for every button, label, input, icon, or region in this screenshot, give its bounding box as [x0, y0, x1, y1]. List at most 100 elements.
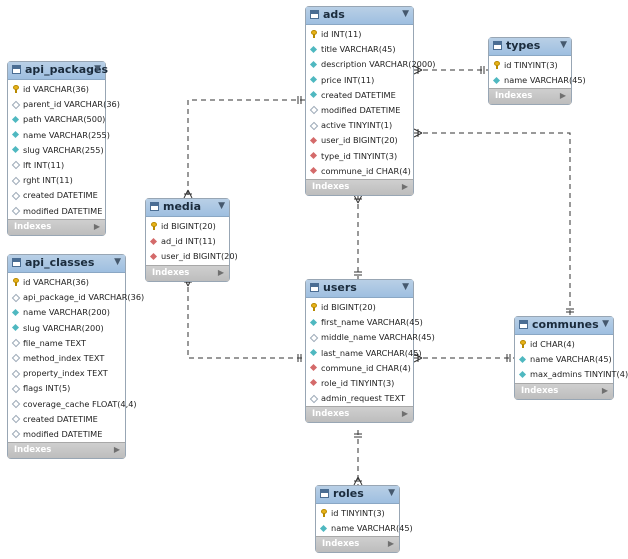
- column-row[interactable]: price INT(11): [306, 73, 413, 88]
- column-row[interactable]: middle_name VARCHAR(45): [306, 330, 435, 345]
- column-row[interactable]: coverage_cache FLOAT(4,4): [8, 397, 137, 412]
- column-row[interactable]: type_id TINYINT(3): [306, 149, 413, 164]
- indexes-bar[interactable]: Indexes ▶: [316, 536, 399, 553]
- column-row[interactable]: created DATETIME: [306, 88, 413, 103]
- column-row[interactable]: last_name VARCHAR(45): [306, 346, 422, 361]
- column-row[interactable]: commune_id CHAR(4): [306, 361, 413, 376]
- column-row[interactable]: modified DATETIME: [8, 204, 105, 219]
- column-label: lft INT(11): [23, 159, 65, 170]
- triangle-right-icon[interactable]: ▶: [401, 409, 408, 419]
- column-row[interactable]: rght INT(11): [8, 173, 105, 188]
- triangle-right-icon[interactable]: ▶: [601, 385, 608, 395]
- indexes-bar[interactable]: Indexes▶: [8, 218, 105, 235]
- column-row[interactable]: user_id BIGINT(20): [146, 249, 238, 264]
- relationship-media-users[interactable]: [187, 278, 305, 359]
- table-header[interactable]: api_packages▼: [8, 62, 108, 80]
- chevron-down-icon[interactable]: ▼: [218, 201, 225, 211]
- column-row[interactable]: id INT(11): [306, 27, 413, 42]
- table-header[interactable]: types▼: [489, 38, 571, 56]
- triangle-right-icon[interactable]: ▶: [559, 91, 566, 101]
- table-header[interactable]: ads▼: [306, 7, 413, 25]
- indexes-bar[interactable]: Indexes▶: [489, 88, 571, 105]
- chevron-down-icon[interactable]: ▼: [388, 488, 395, 498]
- column-row[interactable]: name VARCHAR(45): [316, 521, 413, 536]
- column-row[interactable]: description VARCHAR(2000): [306, 57, 435, 72]
- column-row[interactable]: slug VARCHAR(200): [8, 321, 125, 336]
- column-row[interactable]: role_id TINYINT(3): [306, 376, 413, 391]
- column-row[interactable]: property_index TEXT: [8, 366, 125, 381]
- table-header[interactable]: users ▼: [306, 280, 413, 298]
- table-header[interactable]: roles▼: [316, 486, 399, 504]
- triangle-right-icon[interactable]: ▶: [387, 539, 394, 549]
- chevron-down-icon[interactable]: ▼: [402, 9, 409, 19]
- column-row[interactable]: path VARCHAR(500): [8, 112, 105, 127]
- column-row[interactable]: file_name TEXT: [8, 336, 125, 351]
- column-row[interactable]: max_admins TINYINT(4): [515, 367, 628, 382]
- column-label: user_id BIGINT(20): [321, 135, 398, 146]
- column-row[interactable]: api_package_id VARCHAR(36): [8, 290, 144, 305]
- indexes-bar[interactable]: Indexes ▶: [8, 442, 125, 459]
- column-row[interactable]: commune_id CHAR(4): [306, 164, 413, 179]
- chevron-down-icon[interactable]: ▼: [560, 40, 567, 50]
- indexes-bar[interactable]: Indexes▶: [515, 382, 613, 399]
- column-row[interactable]: modified DATETIME: [306, 103, 413, 118]
- column-row[interactable]: slug VARCHAR(255): [8, 143, 105, 158]
- triangle-right-icon[interactable]: ▶: [401, 182, 408, 191]
- column-row[interactable]: ad_id INT(11): [146, 234, 229, 249]
- indexes-label: Indexes: [322, 539, 360, 550]
- table-media[interactable]: media▼ id BIGINT(20) ad_id INT(11)user_id …: [145, 198, 238, 282]
- column-row[interactable]: name VARCHAR(45): [515, 352, 613, 367]
- table-communes[interactable]: communes▼ id CHAR(4)name VARCHAR(45)max_a…: [514, 316, 628, 400]
- table-types[interactable]: types▼ id TINYINT(3)name VARCHAR(45)Index…: [488, 37, 586, 106]
- chevron-down-icon[interactable]: ▼: [402, 282, 409, 292]
- column-row[interactable]: id BIGINT(20): [306, 300, 413, 315]
- chevron-down-icon[interactable]: ▼: [602, 319, 609, 329]
- chevron-down-icon[interactable]: ▼: [94, 64, 101, 74]
- column-row[interactable]: created DATETIME: [8, 412, 125, 427]
- indexes-bar[interactable]: Indexes ▶: [306, 179, 413, 195]
- relationship-ads-media[interactable]: [187, 99, 305, 198]
- column-row[interactable]: active TINYINT(1): [306, 118, 413, 133]
- diamond-filled-icon: [11, 131, 20, 139]
- triangle-right-icon[interactable]: ▶: [93, 221, 100, 231]
- column-row[interactable]: modified DATETIME: [8, 427, 125, 442]
- chevron-down-icon[interactable]: ▼: [114, 257, 121, 267]
- column-row[interactable]: flags INT(5): [8, 381, 125, 396]
- table-roles[interactable]: roles▼id TINYINT(3)name VARCHAR(45)Index…: [315, 485, 413, 554]
- table-api-classes[interactable]: api_classes▼id VARCHAR(36)api_package_id…: [7, 254, 144, 460]
- column-row[interactable]: created DATETIME: [8, 188, 105, 203]
- indexes-bar[interactable]: Indexes▶: [146, 264, 229, 281]
- table-users[interactable]: users ▼ id BIGINT(20)first_name VARCHAR(45…: [305, 279, 435, 424]
- column-row[interactable]: first_name VARCHAR(45): [306, 315, 423, 330]
- table-header[interactable]: media▼: [146, 199, 229, 217]
- column-row[interactable]: admin_request TEXT: [306, 391, 413, 406]
- indexes-label: Indexes: [14, 445, 52, 456]
- column-row[interactable]: id TINYINT(3): [489, 58, 571, 73]
- table-header[interactable]: communes▼: [515, 317, 613, 335]
- column-row[interactable]: user_id BIGINT(20): [306, 133, 413, 148]
- column-row[interactable]: id TINYINT(3): [316, 506, 399, 521]
- table-api-packages[interactable]: api_packages▼id VARCHAR(36)parent_id VAR…: [7, 61, 120, 236]
- column-row[interactable]: name VARCHAR(255): [8, 128, 110, 143]
- table-ads[interactable]: ads▼ id INT(11)title VARCHAR(45)descripti…: [305, 6, 435, 196]
- column-row[interactable]: method_index TEXT: [8, 351, 125, 366]
- column-row[interactable]: id CHAR(4): [515, 337, 613, 352]
- diamond-empty-icon: [309, 121, 319, 130]
- table-name: users: [323, 281, 357, 294]
- column-row[interactable]: name VARCHAR(45): [489, 73, 586, 88]
- triangle-right-icon[interactable]: ▶: [113, 445, 120, 455]
- relationship-ads-communes[interactable]: [414, 132, 571, 316]
- triangle-right-icon[interactable]: ▶: [217, 267, 224, 277]
- indexes-bar[interactable]: Indexes▶: [306, 406, 413, 423]
- column-row[interactable]: name VARCHAR(200): [8, 305, 125, 320]
- table-header[interactable]: api_classes▼: [8, 255, 125, 273]
- column-row[interactable]: id BIGINT(20): [146, 219, 229, 234]
- column-row[interactable]: parent_id VARCHAR(36): [8, 97, 120, 112]
- diamond-filled-icon: [518, 370, 527, 378]
- column-label: id BIGINT(20): [161, 221, 216, 231]
- indexes-label: Indexes: [312, 182, 350, 192]
- column-row[interactable]: lft INT(11): [8, 158, 105, 173]
- column-row[interactable]: title VARCHAR(45): [306, 42, 413, 57]
- column-row[interactable]: id VARCHAR(36): [8, 82, 105, 97]
- column-row[interactable]: id VARCHAR(36): [8, 275, 125, 290]
